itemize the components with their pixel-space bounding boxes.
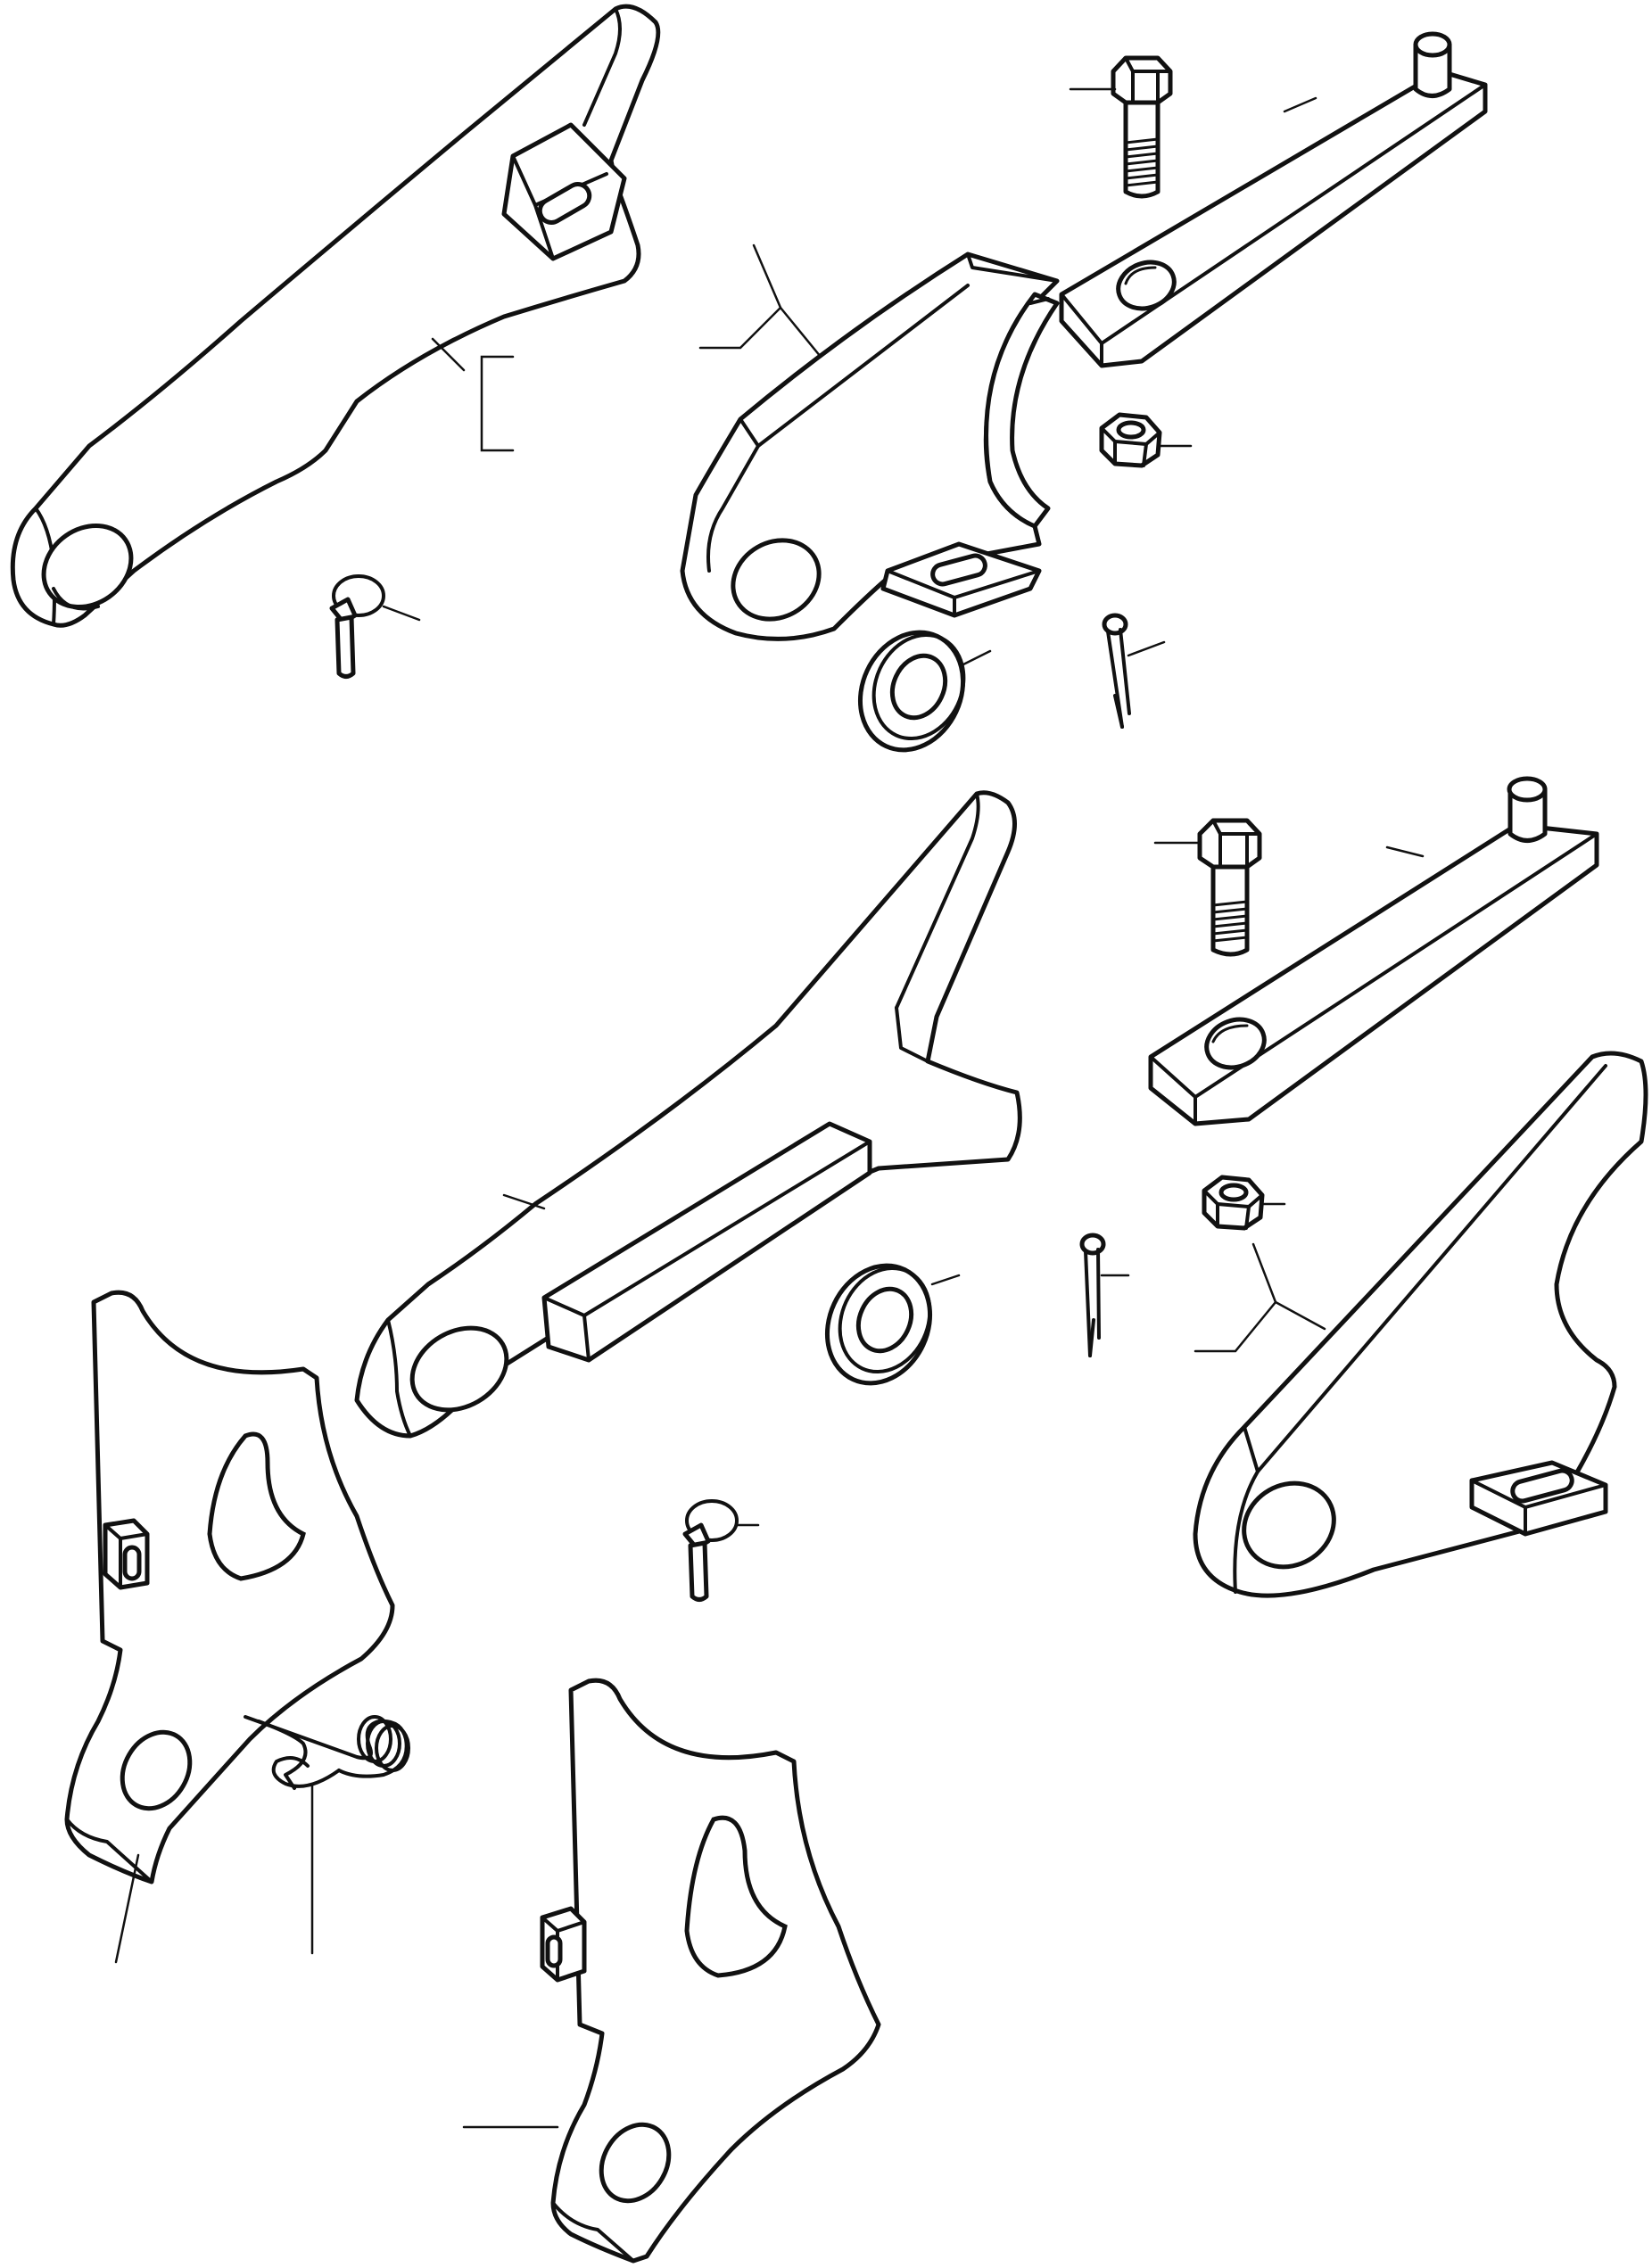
lower-link-plate-leader bbox=[1385, 845, 1425, 858]
lower-washer bbox=[824, 1263, 933, 1386]
upper-washer-leader bbox=[962, 649, 992, 666]
lower-cotter-pin bbox=[1079, 1233, 1106, 1357]
upper-lynch-pin bbox=[329, 574, 385, 679]
upper-bolt bbox=[1111, 55, 1173, 199]
upper-washer bbox=[857, 630, 966, 753]
middle-arm bbox=[354, 790, 1022, 1439]
right-bracket-leader bbox=[1194, 1242, 1326, 1353]
upper-nut bbox=[1099, 412, 1162, 468]
lower-nut bbox=[1202, 1175, 1265, 1231]
lower-link-plate bbox=[1148, 776, 1599, 1126]
left-side-plate-leader bbox=[114, 1853, 140, 1964]
lower-lynch-pin bbox=[682, 1499, 739, 1602]
upper-link-plate bbox=[1059, 31, 1488, 368]
upper-link-plate-leader bbox=[1283, 96, 1317, 113]
upper-left-arm bbox=[10, 4, 661, 628]
left-side-plate bbox=[64, 1290, 395, 1885]
hair-pin-clip bbox=[244, 1715, 410, 1790]
right-bracket bbox=[1193, 1051, 1648, 1598]
upper-bracket-housing-leader bbox=[698, 243, 822, 359]
upper-cotter-pin bbox=[1102, 613, 1131, 729]
middle-arm-leader bbox=[502, 1193, 546, 1210]
lower-side-plate bbox=[540, 1678, 881, 2264]
upper-left-arm-leader bbox=[431, 337, 515, 452]
upper-bracket-housing bbox=[680, 252, 1060, 641]
lower-bolt bbox=[1197, 818, 1262, 957]
upper-lynch-pin-leader bbox=[382, 605, 421, 622]
upper-cotter-pin-leader bbox=[1127, 640, 1166, 657]
lower-washer-leader bbox=[930, 1274, 961, 1286]
